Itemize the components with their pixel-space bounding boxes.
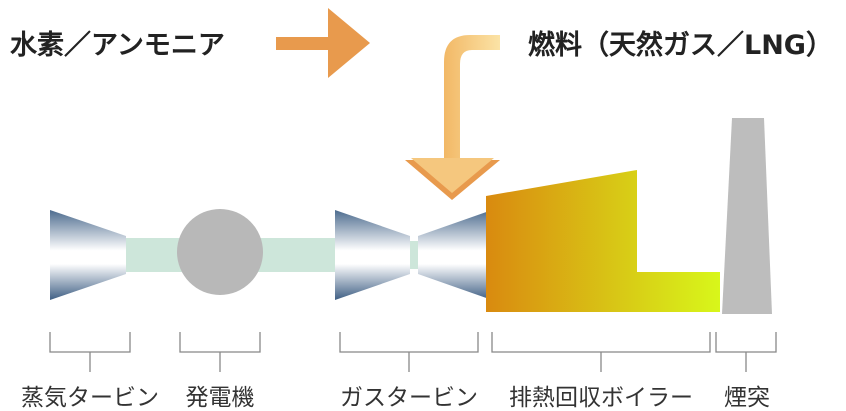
generator-label: 発電機 — [186, 385, 255, 411]
component-brackets — [49, 332, 777, 372]
steam-turbine-label: 蒸気タービン — [21, 385, 159, 411]
heat-recovery-boiler-label: 排熱回収ボイラー — [509, 385, 693, 411]
steam-turbine — [50, 210, 126, 300]
stack — [722, 118, 772, 314]
stack-label: 煙突 — [724, 385, 770, 411]
fuel-label: 燃料（天然ガス／LNG） — [528, 29, 833, 61]
gas-turbine-label: ガスタービン — [340, 385, 478, 411]
heat-recovery-boiler — [486, 170, 720, 312]
gas-turbine-compressor — [335, 210, 410, 300]
curved-down-arrow-icon — [405, 35, 500, 200]
generator — [177, 209, 263, 295]
right-arrow-icon — [276, 8, 370, 78]
hydrogen-ammonia-label: 水素／アンモニア — [10, 30, 225, 61]
gas-turbine-expander — [418, 210, 492, 300]
